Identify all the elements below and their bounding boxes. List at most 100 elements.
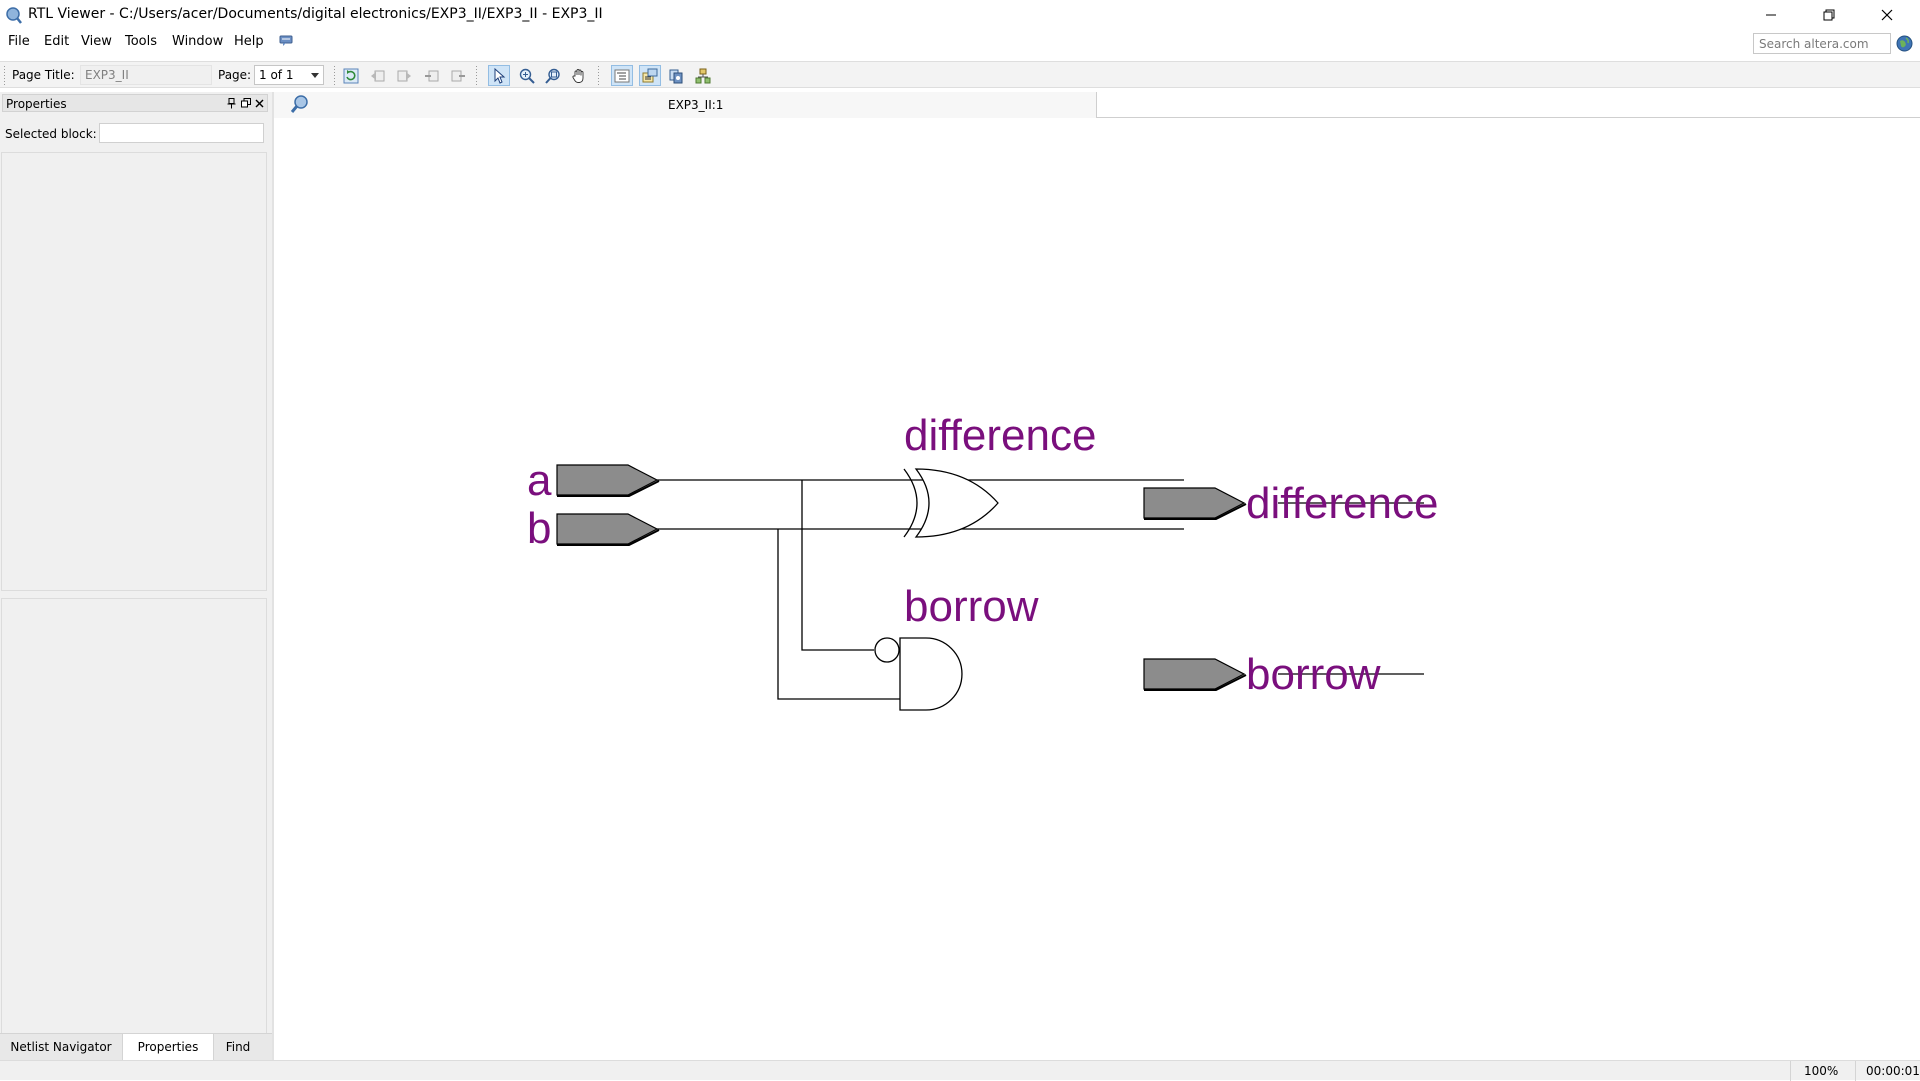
xor-gate-body [914, 468, 999, 538]
float-window-icon [240, 98, 251, 108]
hierarchy-list-button[interactable] [611, 65, 633, 86]
panel-splitter[interactable] [272, 92, 274, 1060]
forward-button[interactable] [393, 65, 415, 86]
search-altera-input[interactable] [1753, 33, 1891, 54]
and-gate-borrow[interactable] [874, 637, 963, 711]
page-title-field: EXP3_II [80, 65, 212, 85]
wire-a-to-and[interactable] [801, 480, 874, 651]
float-panel-button[interactable] [239, 96, 252, 110]
status-divider [1855, 1061, 1856, 1081]
document-tab-label: EXP3_II:1 [668, 98, 724, 112]
toolbar-grip [4, 66, 5, 85]
feedback-icon[interactable] [278, 33, 294, 49]
input-port-b-shadow [557, 529, 660, 546]
toolbar-separator [476, 66, 477, 85]
and-gate-body [899, 637, 963, 711]
refresh-button[interactable] [340, 65, 362, 86]
hand-icon [572, 68, 584, 83]
properties-list-area [1, 152, 267, 591]
selection-tool-button[interactable] [488, 65, 510, 86]
zoom-in-icon [519, 68, 535, 84]
menu-edit[interactable]: Edit [44, 34, 70, 49]
previous-page-button[interactable] [421, 65, 443, 86]
tab-netlist-navigator[interactable]: Netlist Navigator [10, 1040, 112, 1054]
elapsed-time: 00:00:01 [1866, 1064, 1920, 1078]
netlist-filter-icon [642, 68, 658, 82]
input-label-b: b [527, 504, 551, 553]
close-window-button[interactable] [1858, 0, 1916, 29]
xor-gate-back-arc [903, 468, 918, 538]
close-icon [1881, 9, 1893, 20]
menu-file[interactable]: File [8, 34, 30, 49]
schematic-options-button[interactable] [665, 65, 687, 86]
restore-icon [1823, 9, 1835, 20]
globe-icon[interactable] [1896, 35, 1913, 52]
refresh-icon [343, 68, 359, 83]
output-label-borrow: borrow [1246, 650, 1381, 699]
restore-button[interactable] [1800, 0, 1858, 29]
title-bar: RTL Viewer - C:/Users/acer/Documents/dig… [0, 0, 1920, 29]
document-tab[interactable]: EXP3_II:1 [274, 92, 1097, 118]
next-page-button[interactable] [447, 65, 469, 86]
schematic-options-icon [669, 69, 683, 83]
menu-window[interactable]: Window [172, 34, 224, 49]
pin-icon [227, 97, 236, 108]
previous-page-icon [425, 70, 439, 81]
hierarchy-list-icon [614, 69, 630, 82]
and-gate-label: borrow [904, 582, 1039, 631]
minimize-icon [1766, 14, 1776, 15]
properties-detail-area [1, 598, 267, 1036]
close-icon [255, 99, 264, 107]
rtl-schematic: a b difference borrow difference borrow [527, 411, 1438, 711]
panel-title: Properties [6, 97, 67, 111]
xor-gate-label: difference [904, 411, 1096, 460]
hand-tool-button[interactable] [568, 65, 590, 86]
output-port-borrow[interactable] [1143, 658, 1246, 690]
menu-bar: File Edit View Tools Window Help [0, 29, 1920, 58]
tab-find[interactable]: Find [225, 1040, 251, 1054]
chip-tree-icon [695, 68, 711, 83]
technology-map-button[interactable] [692, 65, 714, 86]
back-arrow-icon [371, 70, 385, 81]
page-label: Page: [218, 68, 252, 82]
pointer-icon [494, 67, 506, 84]
panel-tab-bar: Netlist Navigator Properties Find [0, 1033, 272, 1060]
selected-block-field[interactable] [99, 123, 264, 143]
status-divider [1790, 1061, 1791, 1081]
tab-properties[interactable]: Properties [122, 1034, 214, 1060]
input-port-a-shadow [557, 480, 660, 497]
inverter-bubble [874, 637, 900, 663]
netlist-filter-button[interactable] [639, 65, 661, 86]
wires [657, 479, 1424, 700]
minimize-button[interactable] [1742, 0, 1800, 29]
toolbar-separator [334, 66, 335, 85]
window-title: RTL Viewer - C:/Users/acer/Documents/dig… [28, 6, 603, 22]
output-port-difference[interactable] [1143, 487, 1246, 519]
panel-header: Properties [2, 94, 268, 112]
selected-block-label: Selected block: [5, 127, 97, 141]
page-select[interactable]: 1 of 1 [254, 65, 324, 85]
output-port-difference-shadow [1144, 503, 1247, 520]
menu-help[interactable]: Help [234, 34, 264, 49]
pin-panel-button[interactable] [225, 96, 238, 110]
output-label-difference: difference [1246, 479, 1438, 528]
input-port-b[interactable] [556, 513, 659, 545]
input-port-a[interactable] [556, 464, 659, 496]
toolbar-separator [598, 66, 599, 85]
properties-panel: Properties Selected block: Netlist Navig… [0, 92, 272, 1060]
zoom-in-button[interactable] [516, 65, 538, 86]
document-tab-bar: EXP3_II:1 [274, 92, 1920, 118]
output-port-borrow-shadow [1144, 674, 1247, 691]
menu-view[interactable]: View [81, 34, 112, 49]
menu-tools[interactable]: Tools [125, 34, 158, 49]
toolbar: Page Title: EXP3_II Page: 1 of 1 [0, 61, 1920, 88]
back-button[interactable] [367, 65, 389, 86]
page-title-label: Page Title: [12, 68, 75, 82]
wire-b-to-and[interactable] [777, 529, 900, 700]
next-page-icon [451, 70, 465, 81]
xor-gate-difference[interactable] [903, 468, 999, 538]
zoom-level: 100% [1804, 1064, 1839, 1078]
schematic-canvas[interactable]: a b difference borrow difference borrow [274, 119, 1920, 1059]
close-panel-button[interactable] [253, 96, 266, 110]
fit-window-button[interactable] [542, 65, 564, 86]
